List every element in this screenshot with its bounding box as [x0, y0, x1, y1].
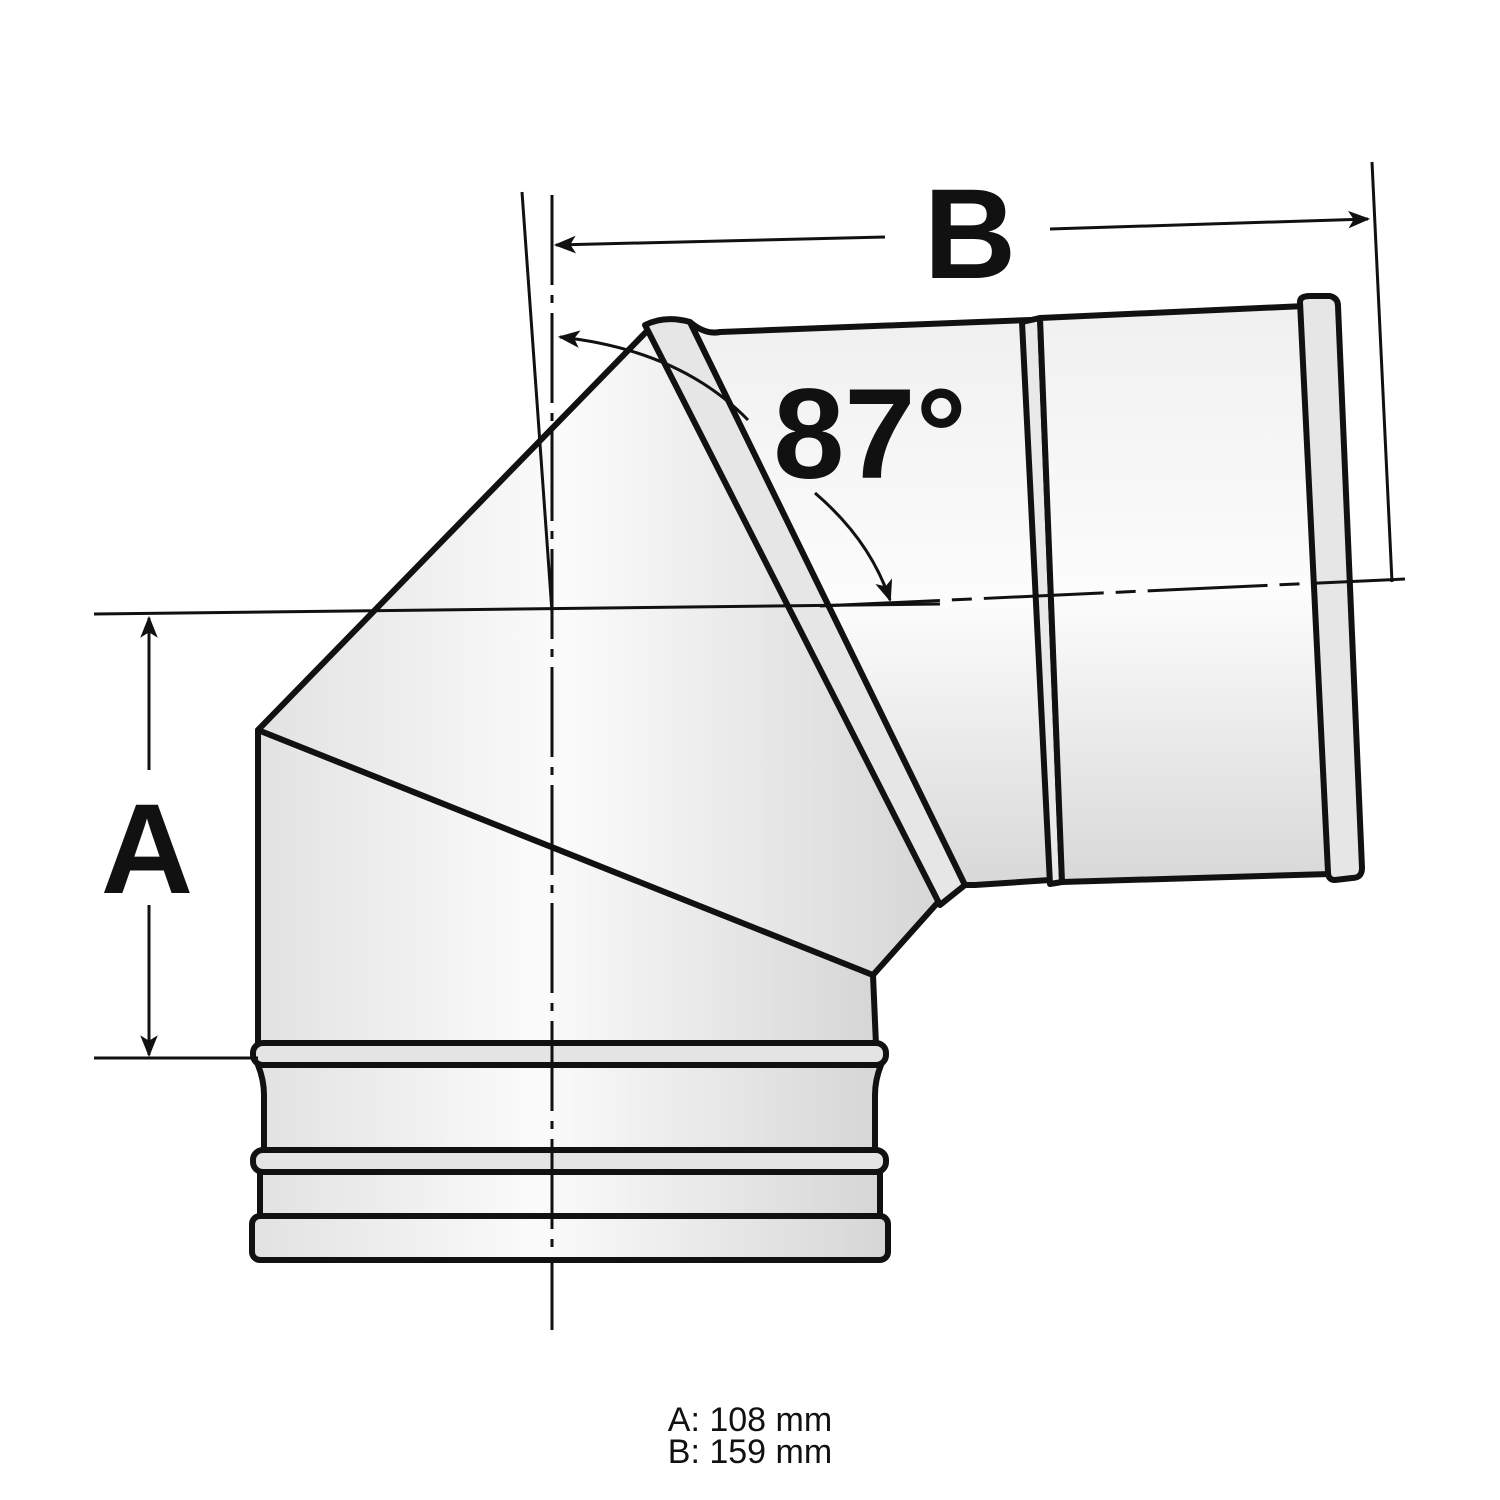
dimension-b-label: B: [924, 163, 1016, 306]
dimension-lines: [93, 161, 1394, 1060]
center-lines: [550, 195, 1406, 1330]
elbow-socket-rings: [249, 1040, 891, 1263]
dimension-legend: A: 108 mm B: 159 mm: [0, 1401, 1500, 1471]
dimension-a-label: A: [101, 778, 193, 921]
angle-label: 87°: [773, 363, 967, 506]
dimension-a-value: A: 108 mm: [667, 1401, 833, 1439]
dimension-b-arrow-right: [1049, 210, 1371, 231]
dimension-b-arrow-left: [553, 235, 886, 254]
dimension-b-value: B: 159 mm: [667, 1433, 833, 1471]
angle-arc-top: [557, 330, 750, 422]
angle-arc-bottom: [814, 491, 893, 603]
